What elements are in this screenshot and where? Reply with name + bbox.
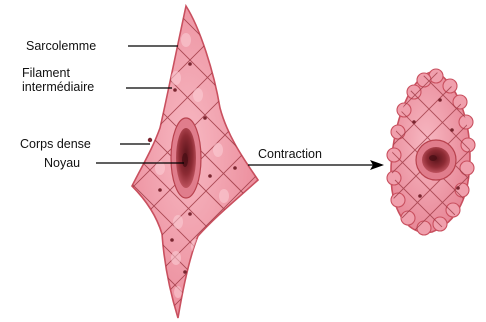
label-filament-line1: Filament [22,67,70,80]
label-sarcolemme: Sarcolemme [26,40,96,53]
contracted-cell [387,69,475,235]
label-corps-dense: Corps dense [20,138,91,151]
label-noyau: Noyau [44,157,80,170]
label-filament-line2: intermédiaire [22,81,94,94]
relaxed-nucleus [171,118,201,198]
contraction-arrow [248,160,384,170]
contracted-nucleus [416,140,456,180]
label-contraction: Contraction [258,148,322,161]
